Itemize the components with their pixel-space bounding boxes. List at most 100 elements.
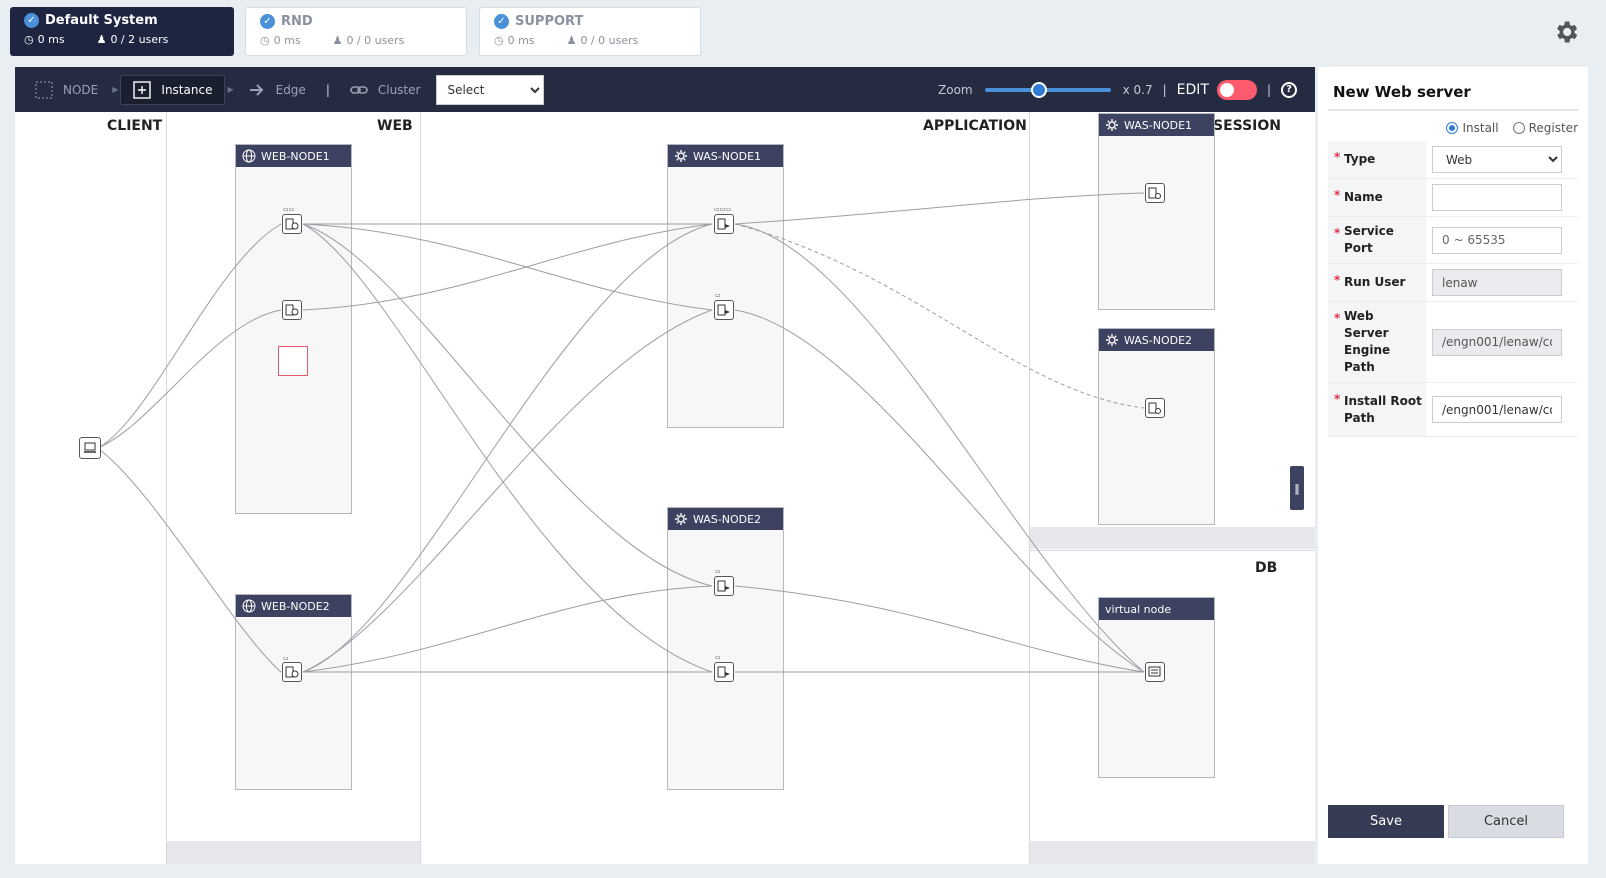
cancel-button[interactable]: Cancel xyxy=(1448,805,1564,838)
zoom-slider-knob[interactable] xyxy=(1030,81,1047,98)
web-instance[interactable] xyxy=(282,300,302,320)
help-icon[interactable]: ? xyxy=(1281,81,1297,98)
edges-layer xyxy=(99,192,1145,673)
edge[interactable] xyxy=(99,223,282,448)
edge-tool-label: Edge xyxy=(275,82,306,97)
web-instance[interactable] xyxy=(282,662,302,682)
chevron-right-icon: ▶ xyxy=(112,85,119,94)
db-instance[interactable] xyxy=(1145,662,1165,682)
edge[interactable] xyxy=(302,223,713,673)
zoom-slider[interactable] xyxy=(984,81,1111,98)
zone-divider xyxy=(1029,550,1315,551)
app-server-icon xyxy=(717,666,730,678)
was-node2-application[interactable]: WAS-NODE2 xyxy=(667,507,784,790)
check-icon: ✓ xyxy=(494,14,509,29)
node-title: WAS-NODE2 xyxy=(1124,333,1193,347)
was-node1-application[interactable]: WAS-NODE1 xyxy=(667,144,784,428)
instance-tag: ▭ xyxy=(283,655,289,662)
cluster-tool-button[interactable]: Cluster xyxy=(338,75,433,105)
was-instance[interactable] xyxy=(714,576,734,596)
edge[interactable] xyxy=(734,309,1145,673)
new-instance-placeholder[interactable] xyxy=(278,346,308,376)
form-row-name: *Name xyxy=(1328,179,1578,217)
edge[interactable] xyxy=(734,223,1145,673)
check-icon: ✓ xyxy=(24,13,39,28)
instance-tag: ▭▭▭ xyxy=(714,206,732,213)
radio-unselected-icon xyxy=(1512,122,1525,134)
edge[interactable] xyxy=(99,449,282,673)
edge[interactable] xyxy=(302,223,713,311)
topology-canvas[interactable]: CLIENT WEB APPLICATION SESSION DB WEB-NO… xyxy=(15,112,1315,864)
edge[interactable] xyxy=(302,309,713,673)
zone-title-session: SESSION xyxy=(1213,118,1282,134)
edge[interactable] xyxy=(734,585,1145,673)
instance-tag: ▭ xyxy=(715,292,721,299)
web-node1[interactable]: WEB-NODE1 xyxy=(235,144,352,514)
cluster-select[interactable]: Select xyxy=(436,74,545,105)
instance-tool-button[interactable]: Instance xyxy=(120,74,226,105)
was-instance[interactable] xyxy=(714,214,734,234)
save-button[interactable]: Save xyxy=(1328,805,1444,838)
toolbar-divider: | xyxy=(1162,82,1167,97)
install-radio-label: Install xyxy=(1462,121,1499,135)
zone-title-db: DB xyxy=(1255,560,1278,576)
system-name: Default System xyxy=(45,13,158,28)
type-select[interactable]: Web xyxy=(1432,146,1562,173)
edge[interactable] xyxy=(302,223,713,587)
system-name: RND xyxy=(281,14,313,29)
edge[interactable] xyxy=(302,585,713,673)
clock-icon: ◷ xyxy=(24,33,34,46)
edge-tool-button[interactable]: Edge xyxy=(236,75,318,105)
panel-collapse-handle[interactable]: ‖ xyxy=(1290,466,1304,510)
session-instance[interactable] xyxy=(1145,398,1165,418)
zone-divider xyxy=(420,112,421,864)
cog-icon xyxy=(1105,118,1119,132)
node-tool-button[interactable]: NODE xyxy=(23,75,110,105)
service-port-input[interactable] xyxy=(1432,226,1562,254)
form-row-run-user: *Run User xyxy=(1328,264,1578,302)
session-instance[interactable] xyxy=(1145,183,1165,203)
was-node2-session[interactable]: WAS-NODE2 xyxy=(1098,328,1215,525)
edit-toggle[interactable] xyxy=(1216,79,1257,100)
install-root-label: Install Root Path xyxy=(1344,393,1422,425)
edge[interactable] xyxy=(734,192,1145,225)
session-edge[interactable] xyxy=(734,223,1145,409)
client-instance[interactable] xyxy=(79,437,101,459)
edge[interactable] xyxy=(302,223,713,311)
edit-label: EDIT xyxy=(1176,81,1209,98)
required-mark: * xyxy=(1334,311,1341,325)
was-node1-session[interactable]: WAS-NODE1 xyxy=(1098,113,1215,310)
web-node2[interactable]: WEB-NODE2 xyxy=(235,594,352,790)
node-title: WAS-NODE2 xyxy=(693,512,762,526)
register-radio[interactable]: Register xyxy=(1512,121,1578,135)
system-card-rnd[interactable]: ✓RND ◷0 ms ♟0 / 0 users xyxy=(245,7,467,56)
db-zone-footer xyxy=(1030,841,1315,864)
edge[interactable] xyxy=(99,309,282,448)
cog-icon xyxy=(674,149,688,163)
web-instance[interactable] xyxy=(282,214,302,234)
database-icon xyxy=(1148,666,1161,677)
chevron-right-icon: ▶ xyxy=(227,85,234,94)
required-mark: * xyxy=(1334,188,1341,202)
check-icon: ✓ xyxy=(260,14,275,29)
form-row-port: *Service Port xyxy=(1328,217,1578,264)
was-instance[interactable] xyxy=(714,300,734,320)
system-card-default[interactable]: ✓Default System ◷0 ms ♟0 / 2 users xyxy=(10,7,234,56)
type-label: Type xyxy=(1344,152,1376,166)
edge[interactable] xyxy=(302,223,713,673)
gear-icon[interactable] xyxy=(1552,18,1580,46)
name-input[interactable] xyxy=(1432,184,1562,211)
virtual-node[interactable]: virtual node xyxy=(1098,597,1215,778)
user-icon: ♟ xyxy=(96,33,107,46)
plus-box-icon xyxy=(133,80,152,99)
zone-title-web: WEB xyxy=(377,118,413,134)
form-row-install-root: *Install Root Path xyxy=(1328,383,1578,437)
was-instance[interactable] xyxy=(714,662,734,682)
instance-tool-label: Instance xyxy=(161,82,213,97)
system-latency: 0 ms xyxy=(273,34,301,47)
install-root-input[interactable] xyxy=(1432,396,1562,423)
required-mark: * xyxy=(1334,150,1341,164)
node-title: WAS-NODE1 xyxy=(693,149,762,163)
install-radio[interactable]: Install xyxy=(1446,121,1499,135)
system-card-support[interactable]: ✓SUPPORT ◷0 ms ♟0 / 0 users xyxy=(479,7,701,56)
